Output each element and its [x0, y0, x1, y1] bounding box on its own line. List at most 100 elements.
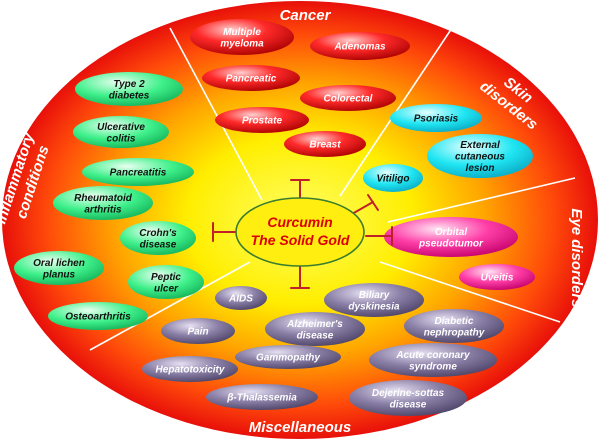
- disease-external-cutaneous-lesion-label: cutaneous: [455, 152, 505, 163]
- disease-pancreatitis-ellipse: [82, 158, 194, 186]
- disease-hepatotoxicity-ellipse: [142, 356, 238, 382]
- disease-ulcerative-colitis-label: Ulcerative: [97, 122, 145, 133]
- disease-acute-coronary-syndrome-label: syndrome: [409, 361, 457, 372]
- disease-acute-coronary-syndrome-ellipse: [369, 343, 497, 377]
- disease-dejerine-sottas-disease-ellipse: [349, 380, 467, 416]
- disease-breast-ellipse: [284, 131, 366, 157]
- disease-vitiligo: Vitiligo: [363, 164, 423, 192]
- disease-crohn-s-disease-label: disease: [140, 239, 177, 250]
- disease-breast-label: Breast: [309, 140, 341, 151]
- disease-pain: Pain: [161, 318, 235, 344]
- disease-vitiligo-label: Vitiligo: [377, 174, 410, 185]
- disease-external-cutaneous-lesion-label: lesion: [466, 163, 495, 174]
- divider-misc-inflammatory: [89, 261, 251, 351]
- disease-colorectal: Colorectal: [300, 85, 396, 111]
- disease-vitiligo-ellipse: [363, 164, 423, 192]
- disease-biliary-dyskinesia-label: dyskinesia: [348, 301, 400, 312]
- disease-type-2-diabetes-label: Type 2: [113, 79, 145, 90]
- disease-osteoarthritis-ellipse: [48, 302, 148, 330]
- disease-gammopathy: Gammopathy: [235, 345, 341, 369]
- disease-biliary-dyskinesia-label: Biliary: [359, 290, 390, 301]
- disease-breast: Breast: [284, 131, 366, 157]
- disease-diabetic-nephropathy-ellipse: [404, 309, 504, 343]
- disease-gammopathy-label: Gammopathy: [256, 353, 320, 364]
- disease-type-2-diabetes-label: diabetes: [109, 90, 150, 101]
- disease-rheumatoid-arthritis-label: arthritis: [84, 204, 122, 215]
- disease-external-cutaneous-lesion-label: External: [460, 140, 500, 151]
- divider-eye-misc: [379, 261, 561, 323]
- disease-pancreatitis: Pancreatitis: [82, 158, 194, 186]
- disease-alzheimer-s-disease-ellipse: [265, 312, 365, 346]
- inhibition-arrows: [212, 179, 393, 289]
- disease-aids-ellipse: [215, 286, 267, 310]
- divider-skin-eye: [387, 177, 576, 223]
- disease-pain-label: Pain: [187, 327, 208, 338]
- disease-diabetic-nephropathy-label: Diabetic: [435, 316, 474, 327]
- disease-pain-ellipse: [161, 318, 235, 344]
- disease-acute-coronary-syndrome-label: Acute coronary: [395, 350, 470, 361]
- disease-pancreatic: Pancreatic: [202, 65, 300, 91]
- disease-psoriasis: Psoriasis: [390, 104, 482, 132]
- disease-alzheimer-s-disease-label: disease: [297, 330, 334, 341]
- disease-pancreatic-label: Pancreatic: [226, 74, 277, 85]
- disease-orbital-pseudotumor-ellipse: [384, 217, 518, 257]
- disease-dejerine-sottas-disease-label: Dejerine-sottas: [372, 388, 445, 399]
- disease-orbital-pseudotumor-label: Orbital: [435, 227, 467, 238]
- disease-oral-lichen-planus-label: Oral lichen: [33, 258, 85, 269]
- disease-peptic-ulcer-label: Peptic: [151, 272, 181, 283]
- disease-pancreatic-ellipse: [202, 65, 300, 91]
- disease-colorectal-ellipse: [300, 85, 396, 111]
- disease-diabetic-nephropathy-label: nephropathy: [424, 327, 485, 338]
- title-cancer: Cancer: [280, 7, 332, 24]
- disease-hepatotoxicity: Hepatotoxicity: [142, 356, 238, 382]
- disease-type-2-diabetes-ellipse: [75, 72, 183, 106]
- disease-adenomas-ellipse: [310, 32, 410, 60]
- disease-osteoarthritis-label: Osteoarthritis: [65, 312, 131, 323]
- center-subtitle: The Solid Gold: [251, 232, 350, 248]
- disease-adenomas-label: Adenomas: [333, 42, 386, 53]
- disease-biliary-dyskinesia-ellipse: [324, 283, 424, 317]
- disease-psoriasis-ellipse: [390, 104, 482, 132]
- disease-uveitis-ellipse: [459, 264, 535, 290]
- disease-thalassemia-label: β-Thalassemia: [226, 393, 297, 404]
- disease-ulcerative-colitis-ellipse: [73, 116, 169, 148]
- disease-crohn-s-disease-label: Crohn's: [139, 228, 177, 239]
- disease-pancreatitis-label: Pancreatitis: [110, 168, 167, 179]
- disease-hepatotoxicity-label: Hepatotoxicity: [156, 365, 225, 376]
- disease-ulcerative-colitis-label: colitis: [107, 133, 136, 144]
- divider-cancer-inflammatory: [169, 27, 263, 201]
- title-eye-disorders: Eye disorders: [568, 208, 585, 307]
- disease-peptic-ulcer-label: ulcer: [154, 283, 179, 294]
- disease-external-cutaneous-lesion-ellipse: [427, 134, 533, 178]
- disease-aids: AIDS: [215, 286, 267, 310]
- disease-dejerine-sottas-disease-label: disease: [390, 399, 427, 410]
- disease-osteoarthritis: Osteoarthritis: [48, 302, 148, 330]
- disease-adenomas: Adenomas: [310, 32, 410, 60]
- disease-multiple-myeloma-ellipse: [190, 19, 294, 55]
- disease-rheumatoid-arthritis-ellipse: [53, 186, 153, 220]
- disease-peptic-ulcer-ellipse: [128, 265, 204, 299]
- disease-thalassemia: β-Thalassemia: [206, 384, 318, 410]
- disease-multiple-myeloma-label: Multiple: [223, 27, 261, 38]
- disease-thalassemia-ellipse: [206, 384, 318, 410]
- disease-crohn-s-disease-ellipse: [120, 221, 196, 255]
- disease-psoriasis-label: Psoriasis: [414, 114, 459, 125]
- disease-uveitis-label: Uveitis: [481, 273, 514, 284]
- disease-rheumatoid-arthritis-label: Rheumatoid: [74, 193, 133, 204]
- inhibit-arrow-upright: [351, 201, 374, 215]
- disease-prostate-label: Prostate: [242, 116, 282, 127]
